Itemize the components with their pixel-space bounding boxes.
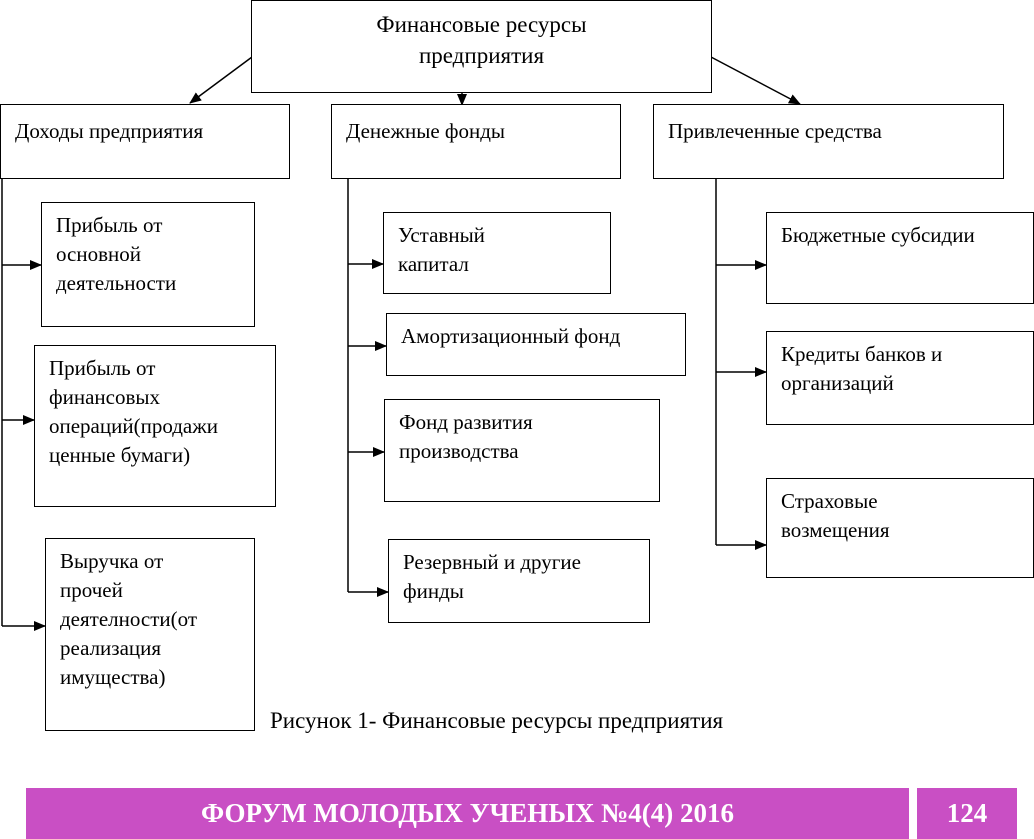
item-line: Кредиты банков и xyxy=(781,342,943,366)
item-line: деятельности xyxy=(56,271,177,295)
item-line: основной xyxy=(56,242,141,266)
item-line: Уставный xyxy=(398,223,485,247)
item-line: Амортизационный фонд xyxy=(401,324,621,348)
borrowed-item: Бюджетные субсидии xyxy=(766,212,1034,304)
item-line: капитал xyxy=(398,252,469,276)
root-node: Финансовые ресурсы предприятия xyxy=(251,0,712,93)
item-line: деятелности(от xyxy=(60,607,198,631)
item-line: ценные бумаги) xyxy=(49,443,191,467)
root-line: предприятия xyxy=(418,43,545,68)
item-line: производства xyxy=(399,439,519,463)
page-number: 124 xyxy=(917,788,1017,839)
item-line: реализация xyxy=(60,636,162,660)
figure-caption: Рисунок 1- Финансовые ресурсы предприяти… xyxy=(270,708,724,733)
arrow-root-to-borrowed xyxy=(710,56,801,105)
funds-item: Резервный и другие финды xyxy=(388,539,650,623)
item-line: Резервный и другие xyxy=(403,550,581,574)
category-income: Доходы предприятия xyxy=(0,104,290,179)
item-line: Прибыль от xyxy=(49,356,156,380)
item-line: финансовых xyxy=(49,385,160,409)
item-line: Выручка от xyxy=(60,549,164,573)
income-item: Выручка от прочей деятелности(от реализа… xyxy=(45,538,255,731)
category-borrowed: Привлеченные средства xyxy=(653,104,1004,179)
funds-item: Уставный капитал xyxy=(383,212,611,294)
category-label: Денежные фонды xyxy=(346,119,506,143)
borrowed-item: Кредиты банков и организаций xyxy=(766,331,1034,425)
item-line: Фонд развития xyxy=(399,410,533,434)
journal-footer: ФОРУМ МОЛОДЫХ УЧЕНЫХ №4(4) 2016 xyxy=(26,788,909,839)
item-line: организаций xyxy=(781,371,894,395)
item-line: Прибыль от xyxy=(56,213,163,237)
funds-item: Амортизационный фонд xyxy=(386,313,686,376)
item-line: Страховые xyxy=(781,489,878,513)
income-item: Прибыль от основной деятельности xyxy=(41,202,255,327)
item-line: финды xyxy=(403,579,464,603)
item-line: возмещения xyxy=(781,518,890,542)
income-item: Прибыль от финансовых операций(продажи ц… xyxy=(34,345,276,507)
category-funds: Денежные фонды xyxy=(331,104,621,179)
category-label: Доходы предприятия xyxy=(15,119,204,143)
item-line: операций(продажи xyxy=(49,414,218,438)
category-label: Привлеченные средства xyxy=(668,119,882,143)
item-line: Бюджетные субсидии xyxy=(781,223,975,247)
arrow-root-to-income xyxy=(189,56,253,104)
funds-item: Фонд развития производства xyxy=(384,399,660,502)
borrowed-item: Страховые возмещения xyxy=(766,478,1034,578)
root-line: Финансовые ресурсы xyxy=(376,12,587,37)
item-line: имущества) xyxy=(60,665,166,689)
item-line: прочей xyxy=(60,578,123,602)
